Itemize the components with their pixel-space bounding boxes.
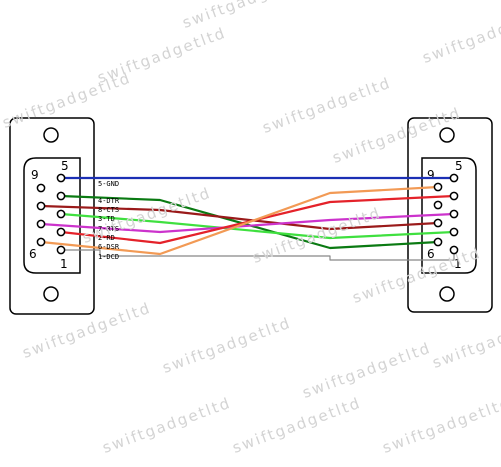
wire-6-dsr (40, 185, 439, 256)
left-pin-number-9: 9 (31, 168, 39, 182)
right-pin-4 (433, 200, 443, 210)
right-pin-number-9: 9 (427, 168, 435, 182)
right-mount-hole-top (439, 127, 455, 143)
left-pin-number-6: 6 (29, 247, 37, 261)
left-pin-1 (56, 173, 66, 183)
left-pin-7 (36, 237, 46, 247)
left-pin-number-5: 5 (61, 159, 69, 173)
left-pin-3 (36, 201, 46, 211)
pin-label-8-cts: 8-CTS (98, 206, 119, 214)
right-pin-7 (449, 227, 459, 237)
left-pin-5 (36, 219, 46, 229)
left-pin-6 (56, 227, 66, 237)
left-mount-hole-bottom (43, 286, 59, 302)
right-pin-8 (433, 237, 443, 247)
left-pin-2 (56, 191, 66, 201)
pin-label-3-td: 3-TD (98, 215, 115, 223)
right-pin-number-6: 6 (427, 247, 435, 261)
wire-3-td (60, 212, 455, 240)
pin-label-7-rts: 7-RTS (98, 225, 119, 233)
right-pin-9 (449, 245, 459, 255)
wire-8-cts (40, 204, 439, 231)
right-pin-number-5: 5 (455, 159, 463, 173)
wire-layer (40, 176, 455, 261)
left-pin-number-1: 1 (60, 257, 68, 271)
wire-1-dcd (61, 249, 455, 261)
right-pin-6 (433, 218, 443, 228)
pin-layer (36, 173, 459, 255)
right-pin-2 (433, 182, 443, 192)
right-pin-5 (449, 209, 459, 219)
wire-7-rts (40, 212, 455, 234)
right-pin-1 (449, 173, 459, 183)
pin-label-1-dcd: 1-DCD (98, 253, 119, 261)
left-pin-4 (56, 209, 66, 219)
pin-label-4-dtr: 4-DTR (98, 197, 120, 205)
left-pin-8 (56, 245, 66, 255)
right-mount-hole-bottom (439, 286, 455, 302)
right-pin-3 (449, 191, 459, 201)
pin-label-6-dsr: 6-DSR (98, 243, 120, 251)
left-pin-9 (36, 183, 46, 193)
pin-label-5-gnd: 5-GND (98, 180, 119, 188)
pin-label-2-rd: 2-RD (98, 234, 115, 242)
left-mount-hole-top (43, 127, 59, 143)
right-pin-number-1: 1 (454, 257, 462, 271)
